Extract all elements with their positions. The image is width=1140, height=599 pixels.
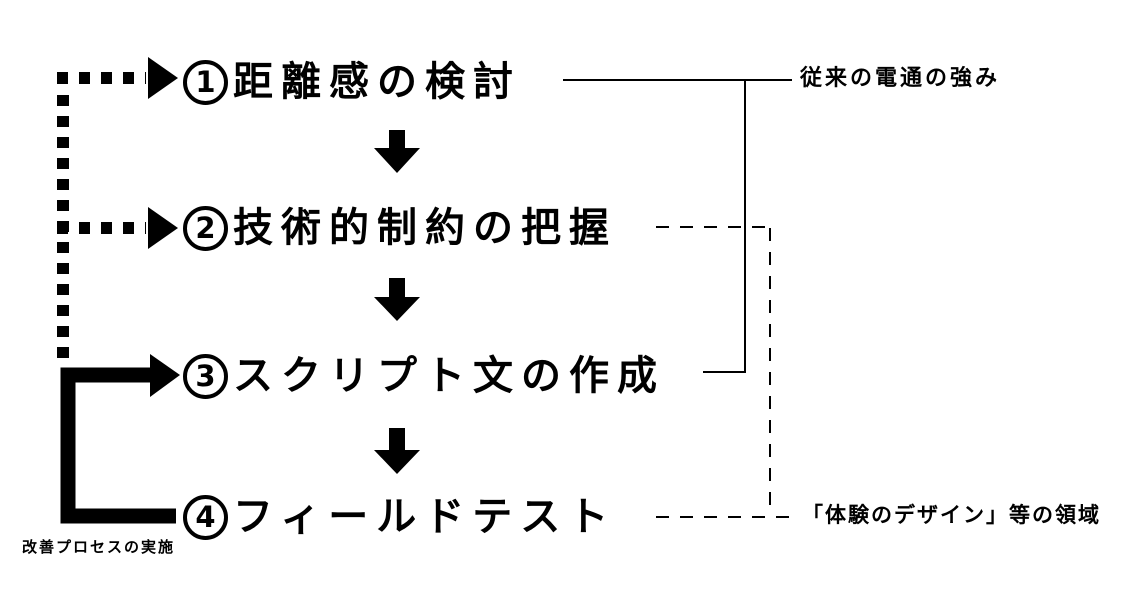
annotation-traditional-strength: 従来の電通の強み	[800, 66, 1001, 91]
down-arrow-icon-1	[374, 130, 420, 173]
annotation-improvement-process: 改善プロセスの実施	[22, 538, 176, 556]
step-2: 2 技術的制約の把握	[183, 200, 617, 256]
step-4-title: フィールドテスト	[233, 494, 617, 540]
step-1-title: 距離感の検討	[233, 59, 521, 105]
step-1: 1 距離感の検討	[183, 54, 521, 110]
dotted-arrowhead-step2-icon	[148, 207, 178, 249]
step-3-title: スクリプト文の作成	[233, 353, 665, 399]
thick-feedback-loop-line	[60, 367, 176, 524]
step-1-number-badge: 1	[183, 59, 228, 105]
dotted-arrowhead-step1-icon	[148, 57, 178, 99]
step-3: 3 スクリプト文の作成	[183, 348, 665, 404]
step-2-number-badge: 2	[183, 205, 228, 251]
annotation-experience-design-domain: 「体験のデザイン」等の領域	[802, 503, 1101, 527]
step-2-title: 技術的制約の把握	[233, 205, 617, 251]
down-arrow-icon-2	[374, 278, 420, 321]
step-4: 4 フィールドテスト	[183, 489, 616, 545]
down-arrow-icon-3	[374, 428, 420, 474]
step-4-number-badge: 4	[183, 494, 228, 540]
step-3-number-badge: 3	[183, 353, 228, 399]
solid-connector-branch-step3	[703, 80, 746, 373]
thick-arrowhead-step3-icon	[150, 354, 180, 397]
